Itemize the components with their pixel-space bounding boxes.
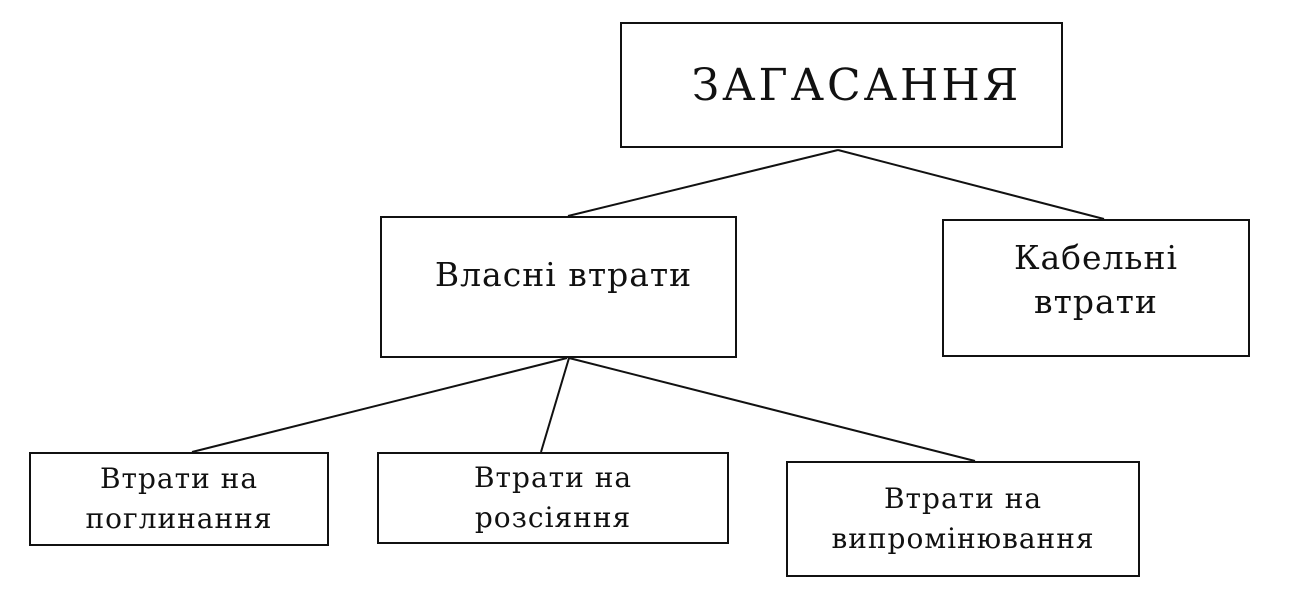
- node-attenuation: ЗАГАСАННЯ: [620, 22, 1063, 148]
- node-scattering-losses: Втрати на розсіяння: [377, 452, 729, 544]
- node-absorption-losses-label: Втрати на поглинання: [85, 462, 273, 535]
- node-own-losses-label: Власні втрати: [434, 254, 693, 294]
- edge-own-losses-absorption: [191, 357, 568, 453]
- node-radiation-losses: Втрати на випромінювання: [786, 461, 1140, 577]
- edge-root-own-losses: [567, 149, 839, 217]
- node-attenuation-label: ЗАГАСАННЯ: [691, 59, 1022, 111]
- node-own-losses: Власні втрати: [380, 216, 737, 358]
- edge-own-losses-radiation: [568, 357, 976, 462]
- node-cable-losses-label: Кабельні втрати: [1013, 238, 1179, 321]
- node-radiation-losses-label: Втрати на випромінювання: [831, 482, 1095, 555]
- edge-own-losses-scattering: [540, 357, 570, 453]
- node-scattering-losses-label: Втрати на розсіяння: [473, 461, 633, 534]
- edge-root-cable-losses: [837, 149, 1105, 220]
- node-absorption-losses: Втрати на поглинання: [29, 452, 329, 546]
- node-cable-losses: Кабельні втрати: [942, 219, 1250, 357]
